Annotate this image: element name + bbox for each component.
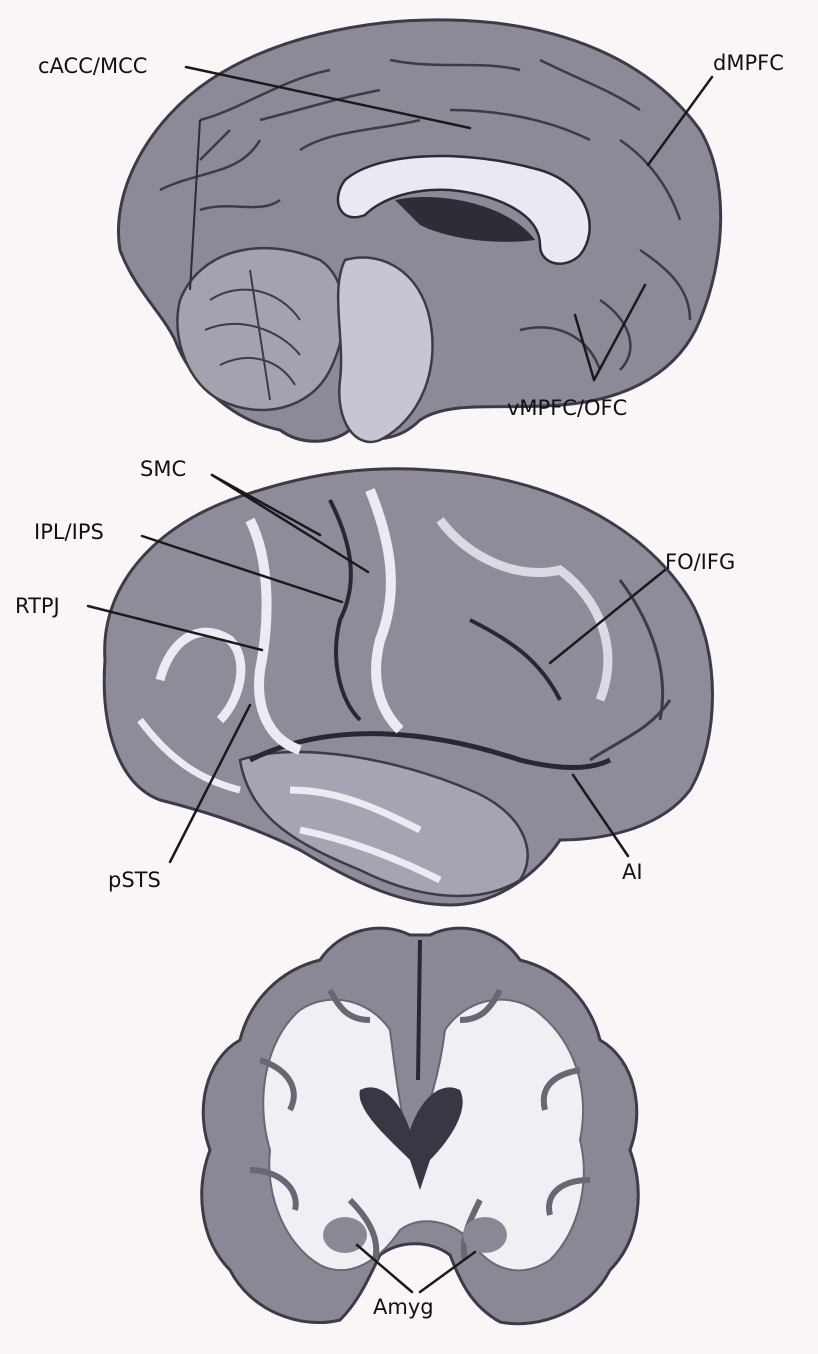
label-fo-ifg: FO/IFG <box>665 552 735 573</box>
label-dmpfc: dMPFC <box>713 53 784 74</box>
right-amygdala <box>463 1217 507 1253</box>
lateral-brain <box>104 469 712 905</box>
label-psts: pSTS <box>108 870 161 891</box>
label-rtpj: RTPJ <box>15 596 60 617</box>
medial-brain <box>118 20 720 442</box>
coronal-brain <box>202 928 638 1324</box>
label-cacc-mcc: cACC/MCC <box>38 56 147 77</box>
label-amyg: Amyg <box>373 1297 434 1318</box>
label-ipl-ips: IPL/IPS <box>34 522 104 543</box>
label-ai: AI <box>622 862 643 883</box>
label-smc: SMC <box>140 459 186 480</box>
label-vmpfc-ofc: vMPFC/OFC <box>507 398 627 419</box>
